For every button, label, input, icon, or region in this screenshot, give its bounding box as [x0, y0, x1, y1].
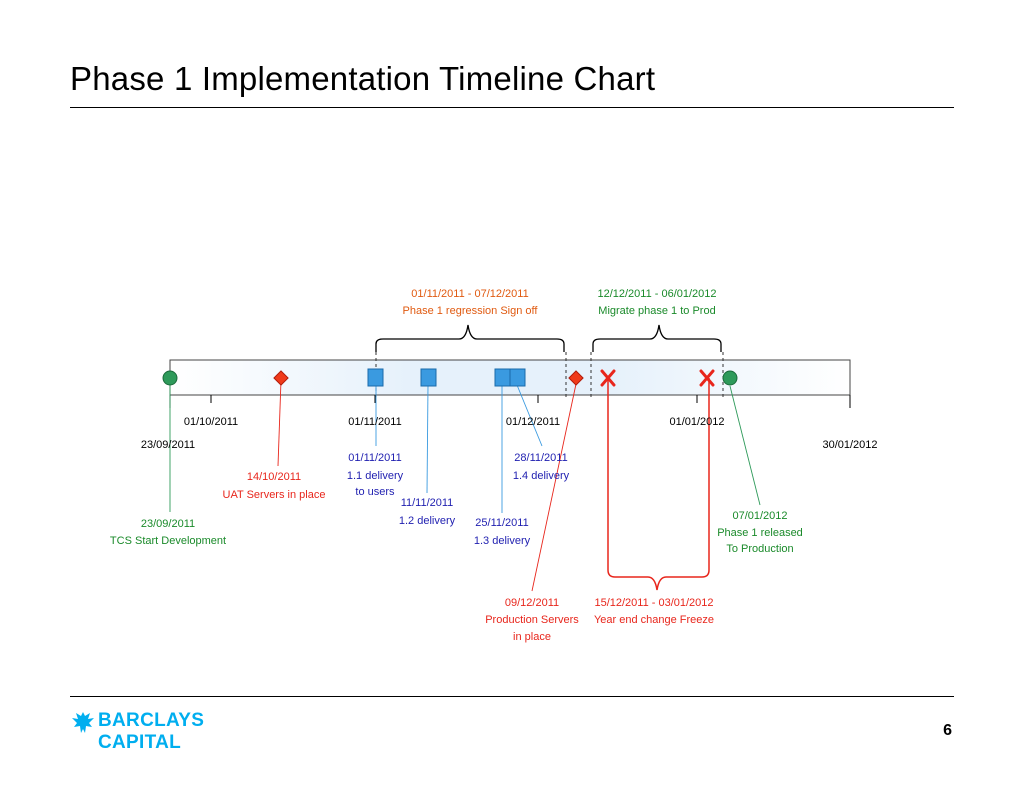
milestone-circle-marker [722, 370, 738, 386]
page-title: Phase 1 Implementation Timeline Chart [70, 60, 656, 97]
freeze-end-cross-icon [699, 369, 715, 387]
page-number: 6 [943, 722, 952, 739]
milestone-square-marker [420, 368, 437, 387]
axis-tick-label: 01/10/2011 [184, 416, 238, 428]
milestone-date-label: 25/11/2011 [475, 517, 528, 529]
eagle-icon [72, 712, 94, 733]
regression-text-label: Phase 1 regression Sign off [403, 305, 539, 317]
freeze-start-cross-icon [600, 369, 616, 387]
leader-line [729, 385, 761, 506]
migrate-brace [592, 324, 722, 352]
milestone-date-label: 11/11/2011 [401, 497, 454, 509]
timeline-diagram: 23/09/2011 30/01/2012 01/10/2011 01/11/2… [110, 288, 878, 643]
milestone-text-label: 1.3 delivery [474, 535, 531, 547]
axis-tick-label: 01/12/2011 [506, 416, 560, 428]
milestone-text-label: UAT Servers in place [223, 489, 326, 501]
freeze-text-label: Year end change Freeze [594, 614, 714, 626]
footer-divider [70, 696, 954, 697]
milestone-diamond-marker [273, 370, 289, 386]
logo-line1: BARCLAYS [98, 710, 205, 731]
milestone-text-label: Production Servers [485, 614, 579, 626]
milestone-square-marker [494, 368, 511, 387]
milestone-square-marker [509, 368, 526, 387]
migrate-date-label: 12/12/2011 - 06/01/2012 [597, 288, 716, 300]
milestone-diamond-marker [568, 370, 584, 386]
milestone-date-label: 14/10/2011 [247, 471, 301, 483]
regression-date-label: 01/11/2011 - 07/12/2011 [411, 288, 528, 300]
migrate-text-label: Migrate phase 1 to Prod [598, 305, 715, 317]
milestone-date-label: 01/11/2011 [348, 452, 401, 464]
axis-tick-label: 01/11/2011 [348, 416, 401, 428]
barclays-capital-logo: BARCLAYS CAPITAL [70, 708, 220, 756]
milestone-text-label: in place [513, 631, 551, 643]
milestone-square-marker [367, 368, 384, 387]
regression-brace [375, 324, 565, 352]
milestone-text-label: TCS Start Development [110, 535, 226, 547]
milestone-text-label: Phase 1 released [717, 527, 803, 539]
leader-line [426, 384, 429, 494]
axis-start-label: 23/09/2011 [141, 439, 195, 451]
title-divider [70, 107, 954, 108]
milestone-text-label: 1.1 delivery [347, 470, 404, 482]
milestone-date-label: 07/01/2012 [732, 510, 787, 522]
leader-line [277, 379, 282, 467]
milestone-date-label: 28/11/2011 [514, 452, 567, 464]
leader-line [516, 384, 543, 447]
axis-tick-label: 01/01/2012 [669, 416, 724, 428]
milestone-text-label: to users [355, 486, 395, 498]
axis-end-label: 30/01/2012 [822, 439, 877, 451]
milestone-text-label: 1.2 delivery [399, 515, 456, 527]
milestone-circle-marker [162, 370, 178, 386]
milestone-date-label: 09/12/2011 [505, 597, 559, 609]
logo-line2: CAPITAL [98, 732, 182, 753]
milestone-text-label: To Production [726, 543, 793, 555]
milestone-text-label: 1.4 delivery [513, 470, 570, 482]
freeze-date-label: 15/12/2011 - 03/01/2012 [594, 597, 713, 609]
leader-line [531, 383, 577, 592]
freeze-brace [607, 378, 710, 591]
milestone-date-label: 23/09/2011 [141, 518, 195, 530]
